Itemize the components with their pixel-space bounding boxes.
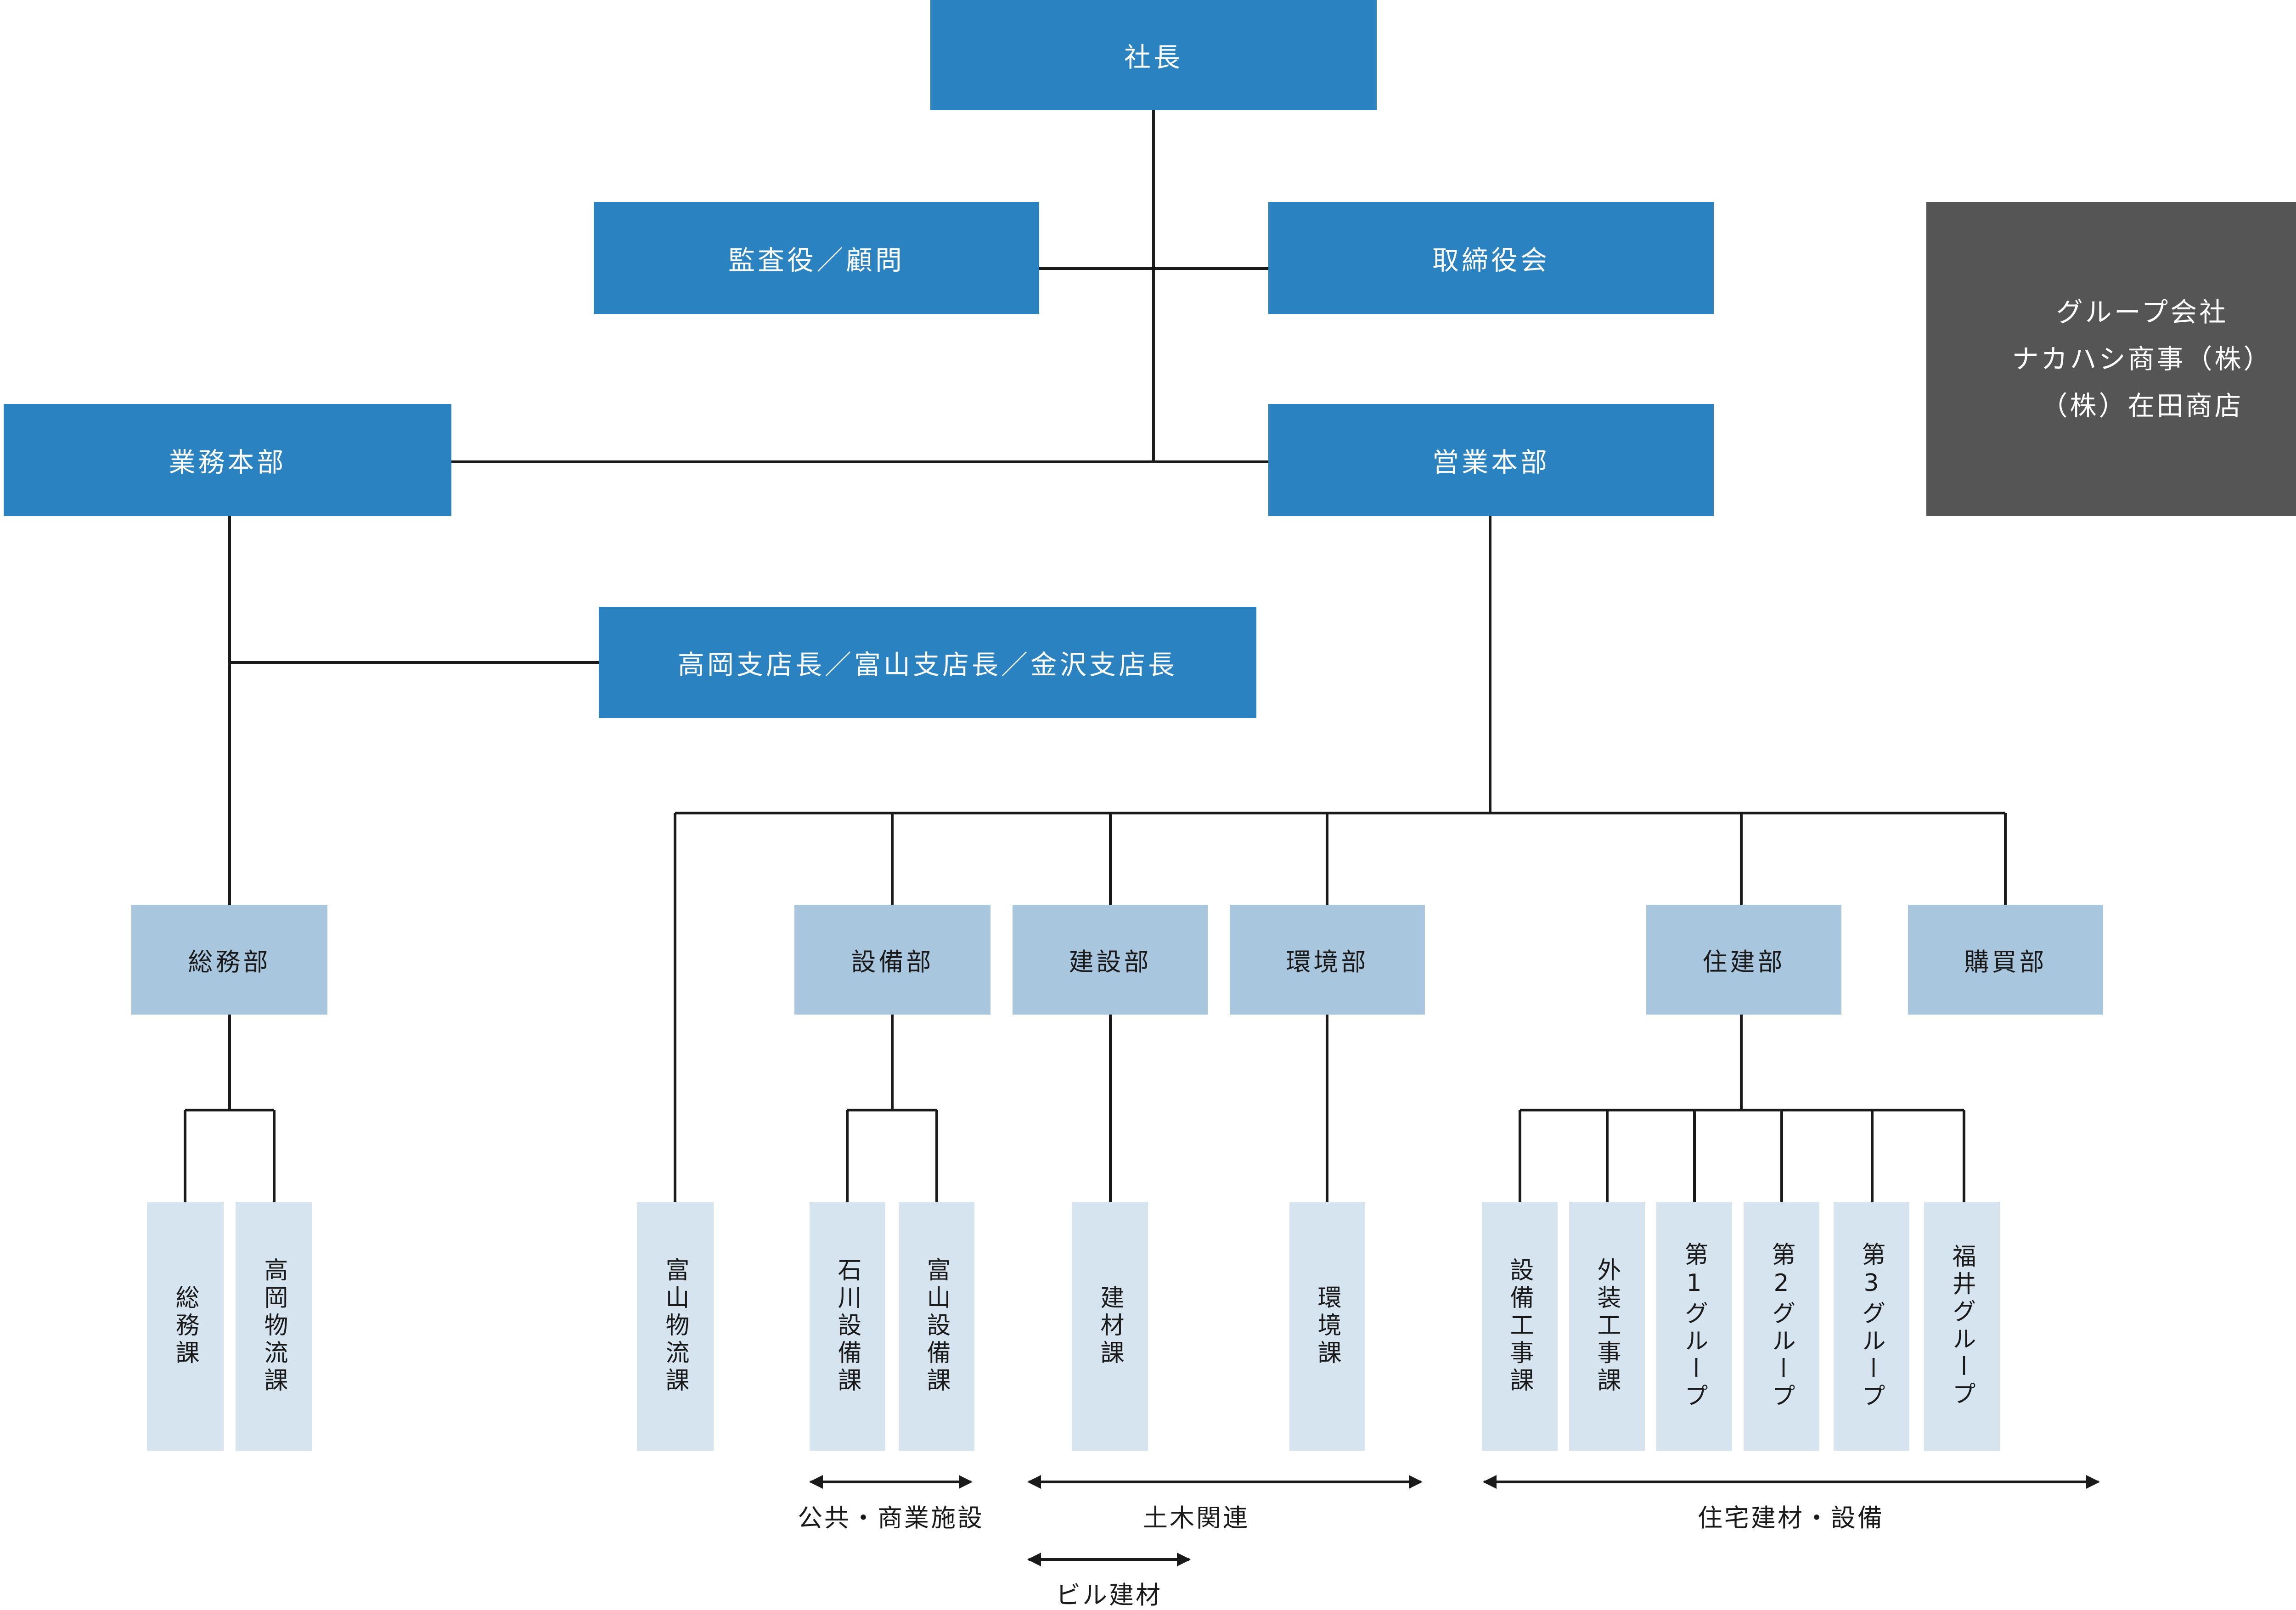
label-housing-materials: 住宅建材・設備 xyxy=(1698,1503,1884,1532)
dept-purchasing: 購買部 xyxy=(1908,905,2103,1015)
dept-construction: 建設部 xyxy=(1013,905,1208,1015)
branch-managers-box: 高岡支店長／富山支店長／金沢支店長 xyxy=(599,607,1256,718)
section-environment: 環境課 xyxy=(1289,1202,1365,1451)
label-civil-engineering: 土木関連 xyxy=(1143,1503,1249,1532)
dept-facilities: 設備部 xyxy=(794,905,990,1015)
section-group-1: 第1グループ xyxy=(1656,1202,1732,1451)
sales-hq-box: 営業本部 xyxy=(1268,404,1714,516)
section-ishikawa-facilities: 石川設備課 xyxy=(810,1202,885,1451)
label-building-supplies: ビル建材 xyxy=(1056,1581,1162,1610)
operations-hq-box: 業務本部 xyxy=(4,404,451,516)
section-general-affairs: 総務課 xyxy=(147,1202,224,1451)
section-group-3: 第3グループ xyxy=(1834,1202,1909,1451)
section-toyama-logistics: 富山物流課 xyxy=(637,1202,714,1451)
section-toyama-facilities: 富山設備課 xyxy=(899,1202,974,1451)
section-fukui-group: 福井グループ xyxy=(1924,1202,2000,1451)
section-building-materials: 建材課 xyxy=(1072,1202,1148,1451)
label-public-commercial: 公共・商業施設 xyxy=(798,1503,984,1532)
section-exterior-works: 外装工事課 xyxy=(1569,1202,1645,1451)
auditor-advisor-box: 監査役／顧問 xyxy=(594,202,1039,314)
section-facility-works: 設備工事課 xyxy=(1482,1202,1558,1451)
dept-environment: 環境部 xyxy=(1230,905,1425,1015)
section-group-2: 第2グループ xyxy=(1744,1202,1819,1451)
group-companies-box: グループ会社 ナカハシ商事（株） （株）在田商店 xyxy=(1926,202,2296,516)
section-takaoka-logistics: 高岡物流課 xyxy=(236,1202,312,1451)
dept-general-affairs: 総務部 xyxy=(131,905,327,1015)
president-box: 社長 xyxy=(930,0,1377,110)
dept-housing: 住建部 xyxy=(1646,905,1841,1015)
board-of-directors-box: 取締役会 xyxy=(1268,202,1714,314)
